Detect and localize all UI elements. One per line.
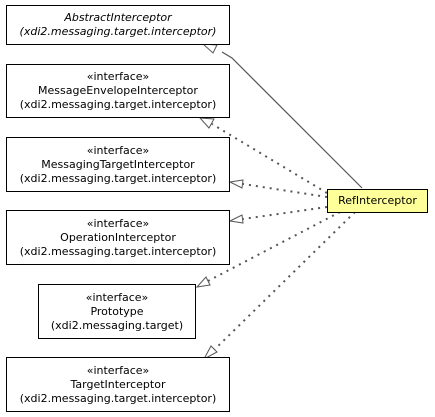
hollow-arrowhead <box>201 43 218 54</box>
edge-implements-target-interceptor <box>213 211 356 351</box>
class-box-messaging-target-interceptor[interactable]: «interface» MessagingTargetInterceptor (… <box>6 137 230 192</box>
class-package: (xdi2.messaging.target) <box>50 318 184 332</box>
hollow-arrowhead <box>228 214 244 224</box>
class-name: OperationInterceptor <box>60 230 176 244</box>
class-package: (xdi2.messaging.target.interceptor) <box>19 244 217 258</box>
class-box-abstract-interceptor[interactable]: AbstractInterceptor (xdi2.messaging.targ… <box>6 5 230 45</box>
class-package: (xdi2.messaging.target.interceptor) <box>19 98 217 111</box>
class-box-operation-interceptor[interactable]: «interface» OperationInterceptor (xdi2.m… <box>6 210 230 265</box>
class-box-message-envelope-interceptor[interactable]: «interface» MessageEnvelopeInterceptor (… <box>6 64 230 118</box>
edge-implements-operation-interceptor <box>242 206 328 220</box>
class-stereotype: «interface» <box>86 363 150 377</box>
edge-implements-message-envelope-interceptor <box>211 123 328 194</box>
hollow-arrowhead <box>198 117 215 129</box>
hollow-arrowhead <box>195 276 211 288</box>
class-stereotype: «interface» <box>86 143 150 157</box>
hollow-arrowhead <box>228 179 244 189</box>
class-box-ref-interceptor[interactable]: RefInterceptor <box>327 189 428 213</box>
class-stereotype: «interface» <box>86 216 150 230</box>
class-name: MessageEnvelopeInterceptor <box>38 84 198 97</box>
class-box-target-interceptor[interactable]: «interface» TargetInterceptor (xdi2.mess… <box>6 357 230 412</box>
class-package: (xdi2.messaging.target.interceptor) <box>19 25 217 38</box>
class-name: AbstractInterceptor <box>64 11 172 24</box>
class-name: RefInterceptor <box>338 194 417 207</box>
hollow-arrowhead <box>202 345 218 361</box>
class-stereotype: «interface» <box>85 290 149 304</box>
class-stereotype: «interface» <box>86 70 150 83</box>
class-name: Prototype <box>90 304 144 318</box>
class-name: MessagingTargetInterceptor <box>41 157 195 171</box>
class-name: TargetInterceptor <box>70 377 166 391</box>
class-package: (xdi2.messaging.target.interceptor) <box>19 171 217 185</box>
class-package: (xdi2.messaging.target.interceptor) <box>19 391 217 405</box>
edge-extends-abstract-interceptor <box>221 51 363 189</box>
class-box-prototype[interactable]: «interface» Prototype (xdi2.messaging.ta… <box>38 284 196 339</box>
edge-implements-messaging-target-interceptor <box>242 183 328 198</box>
